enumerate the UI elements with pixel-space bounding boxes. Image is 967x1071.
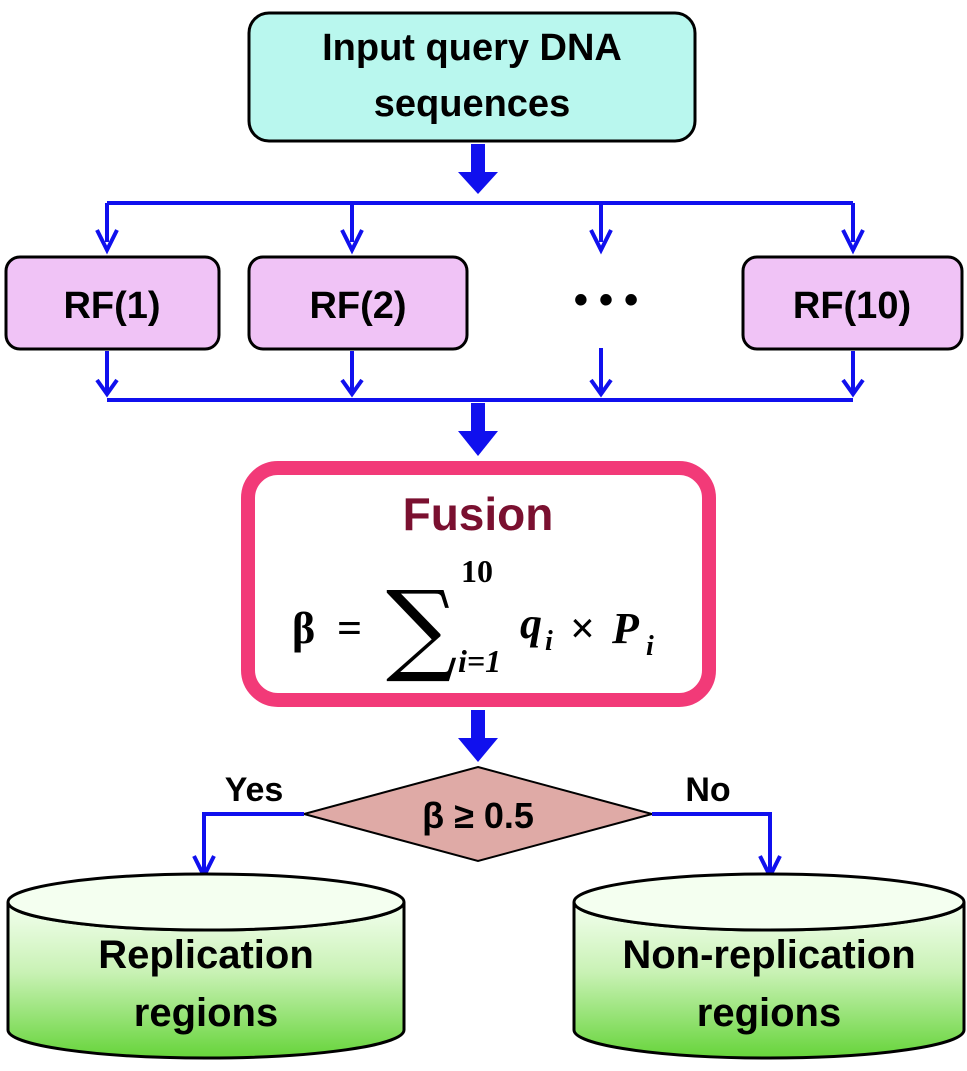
fusion-title: Fusion [403, 488, 554, 540]
input-to-split-arrow [458, 144, 498, 194]
formula-upper-limit: 10 [461, 553, 493, 589]
rf-label-10: RF(10) [793, 285, 911, 327]
input-box: Input query DNA sequences [247, 11, 697, 143]
yes-label: Yes [225, 771, 284, 809]
no-label: No [685, 771, 730, 809]
formula-sum-symbol: ∑ [386, 569, 457, 686]
formula-times: × [570, 604, 595, 653]
input-label-line2: sequences [374, 83, 570, 125]
merge-connectors [95, 348, 865, 402]
formula-equals: = [337, 604, 362, 653]
rf-box-1: RF(1) [4, 255, 221, 351]
fusion-box: Fusion β = ∑ 10 i=1 q i × P i [241, 461, 716, 707]
input-label-line1: Input query DNA [322, 27, 622, 69]
formula-p: P [611, 604, 640, 653]
no-branch: No [652, 771, 782, 881]
rf-label-1: RF(1) [63, 285, 160, 327]
non-replication-label-line1: Non-replication [622, 933, 915, 977]
formula-q: q [520, 599, 542, 648]
non-replication-label-line2: regions [697, 991, 841, 1035]
merge-to-fusion-arrow [458, 403, 498, 456]
non-replication-regions-cylinder: Non-replication regions [572, 872, 966, 1060]
rf-ellipsis: • • • [574, 278, 638, 322]
decision-label: β ≥ 0.5 [422, 795, 534, 836]
rf-box-2: RF(2) [247, 255, 469, 351]
formula-lower-limit: i=1 [458, 643, 501, 679]
yes-branch: Yes [192, 771, 304, 881]
fusion-to-decision-arrow [458, 710, 498, 762]
rf-box-10: RF(10) [741, 255, 964, 351]
replication-regions-cylinder: Replication regions [6, 872, 406, 1060]
replication-label-line2: regions [134, 991, 278, 1035]
formula-p-sub: i [646, 631, 654, 662]
split-connectors [95, 201, 865, 255]
rf-label-2: RF(2) [309, 285, 406, 327]
formula-beta: β [292, 604, 315, 653]
decision-diamond: β ≥ 0.5 [300, 765, 656, 863]
fusion-formula: β = ∑ 10 i=1 q i × P i [292, 553, 654, 686]
formula-q-sub: i [545, 626, 553, 657]
replication-label-line1: Replication [98, 933, 314, 977]
